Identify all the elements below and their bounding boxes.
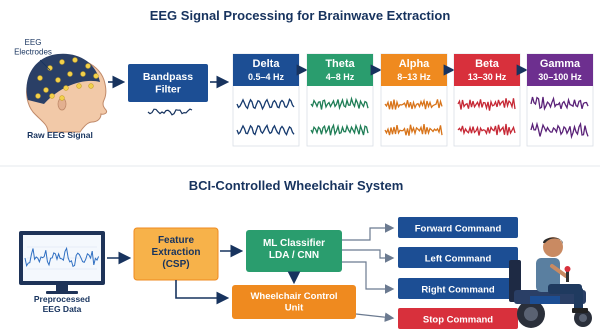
command-label: Right Command (421, 285, 495, 296)
raw-eeg-label: Raw EEG Signal (27, 130, 93, 140)
electrode-dot (93, 73, 99, 79)
filter-wave (147, 108, 193, 116)
electrode-dot (59, 95, 65, 101)
band-beta: Beta 13–30 Hz (453, 53, 521, 147)
command-label: Left Command (425, 254, 492, 265)
monitor-icon (19, 231, 105, 294)
band-delta: Delta 0.5–4 Hz (232, 53, 300, 147)
command-box (398, 217, 518, 238)
band-range: 30–100 Hz (538, 72, 582, 82)
bandpass-filter-box (128, 64, 208, 102)
electrode-dot (55, 77, 61, 83)
head-illustration (26, 53, 107, 133)
electrode-dot (85, 63, 91, 69)
electrode-dot (49, 93, 55, 99)
band-header (307, 54, 373, 86)
band-header (381, 54, 447, 86)
band-name: Theta (325, 58, 355, 70)
band-wave (530, 96, 589, 111)
electrode-dot (35, 93, 41, 99)
command-forward: Forward Command (398, 217, 518, 238)
command-label: Stop Command (423, 315, 493, 326)
command-box (398, 308, 518, 329)
band-range: 0.5–4 Hz (248, 72, 285, 82)
top-title: EEG Signal Processing for Brainwave Extr… (150, 8, 451, 23)
command-box (398, 278, 518, 299)
electrode-dot (43, 87, 49, 93)
band-header (454, 54, 520, 86)
band-wave (530, 121, 589, 140)
band-wave (236, 124, 295, 136)
band-wave (457, 98, 516, 111)
ml-classifier-box (246, 230, 342, 272)
electrode-dot (72, 57, 78, 63)
band-name: Delta (253, 58, 281, 70)
band-theta: Theta 4–8 Hz (306, 53, 374, 147)
control-unit-box (232, 285, 356, 319)
band-wave (457, 123, 516, 136)
band-wave (236, 98, 295, 111)
band-wave (310, 123, 369, 137)
command-stop: Stop Command (398, 308, 518, 329)
command-label: Forward Command (415, 224, 502, 235)
electrodes-pointer (39, 59, 51, 71)
electrode-dot (76, 83, 82, 89)
band-alpha: Alpha 8–13 Hz (380, 53, 448, 147)
electrode-dot (59, 59, 65, 65)
band-name: Alpha (399, 58, 430, 70)
command-right: Right Command (398, 278, 518, 299)
command-left: Left Command (398, 247, 518, 268)
band-range: 4–8 Hz (326, 72, 355, 82)
electrode-dot (80, 71, 86, 77)
band-columns: Delta 0.5–4 Hz Theta 4–8 Hz Alpha 8–13 Hz Beta… (232, 53, 594, 147)
band-name: Beta (475, 58, 500, 70)
band-header (233, 54, 299, 86)
electrode-dot (88, 83, 94, 89)
bottom-title: BCI-Controlled Wheelchair System (189, 178, 404, 193)
wheelchair-user-illustration (509, 237, 592, 328)
band-range: 8–13 Hz (397, 72, 431, 82)
feature-to-control-arrow (175, 280, 230, 305)
band-wave (384, 98, 443, 110)
band-gamma: Gamma 30–100 Hz (526, 53, 594, 147)
electrode-dot (63, 85, 69, 91)
command-box (398, 247, 518, 268)
band-range: 13–30 Hz (468, 72, 507, 82)
band-header (527, 54, 593, 86)
band-wave (310, 96, 369, 111)
command-arrows (342, 223, 395, 322)
electrode-dots (35, 57, 99, 101)
band-name: Gamma (540, 58, 581, 70)
band-wave (384, 124, 443, 136)
electrode-dot (67, 71, 73, 77)
electrode-dot (37, 75, 43, 81)
